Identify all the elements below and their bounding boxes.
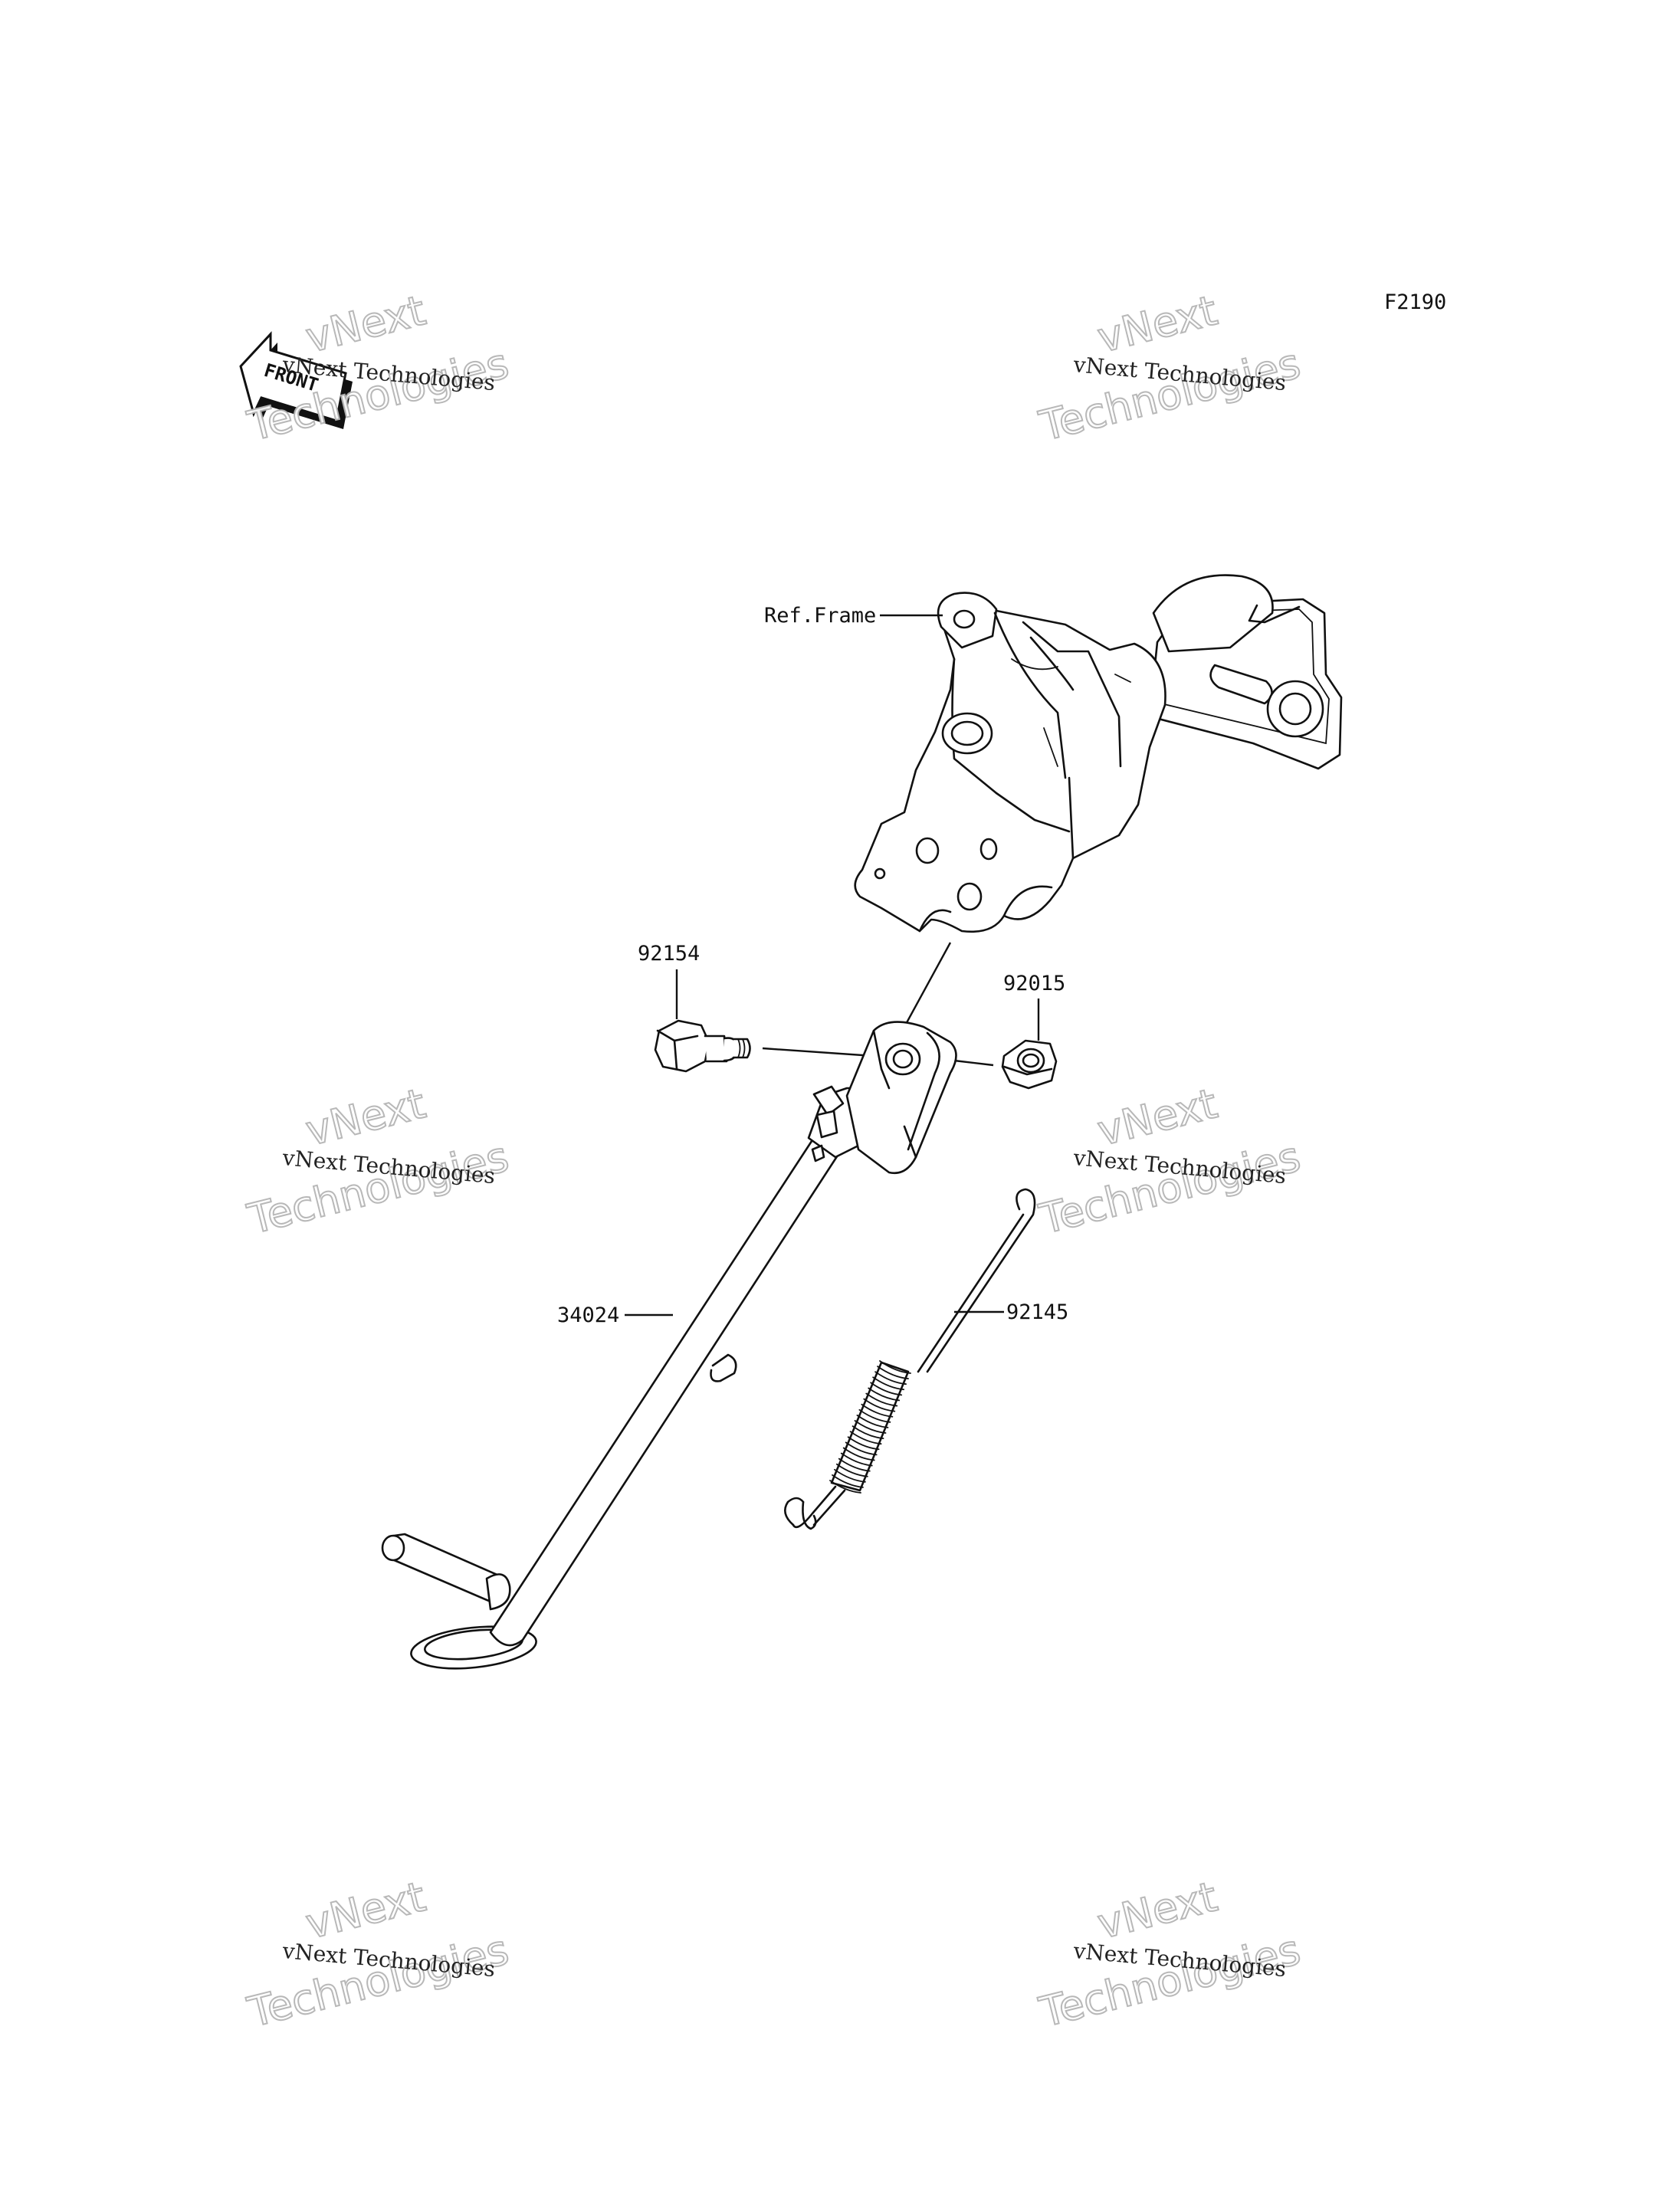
- spring-coil: [872, 1376, 905, 1391]
- watermark-bottom-right: vNext Technologies vNext Technologies: [1034, 1871, 1306, 2038]
- pivot-bolt: [654, 1019, 751, 1073]
- svg-text:vNext: vNext: [301, 1079, 430, 1155]
- spring-coil: [868, 1387, 901, 1402]
- spring-coil: [829, 1480, 861, 1494]
- spring-coil: [842, 1447, 875, 1461]
- frame-bracket: [854, 574, 1343, 933]
- spring-coil: [838, 1458, 871, 1472]
- callout-nut: 92015: [1003, 972, 1065, 995]
- watermark-bottom-left: vNext Technologies vNext Technologies: [242, 1871, 514, 2038]
- alignment-line-nut: [953, 1059, 994, 1067]
- spring-coil: [840, 1452, 873, 1467]
- spring-coil: [847, 1436, 880, 1451]
- side-stand: [381, 1021, 957, 1670]
- svg-text:vNext: vNext: [1093, 1872, 1222, 1948]
- callout-stand: 34024: [557, 1303, 619, 1327]
- spring-coil: [879, 1360, 911, 1374]
- callout-bolt: 92154: [638, 942, 700, 966]
- watermark-top-left: vNext Technologies vNext Technologies: [242, 285, 514, 451]
- svg-text:vNext: vNext: [1093, 286, 1222, 362]
- watermark-mid-left: vNext Technologies vNext Technologies: [242, 1078, 514, 1244]
- spring-coil: [863, 1398, 896, 1412]
- spring-coil: [854, 1420, 887, 1434]
- spring-coil: [851, 1425, 884, 1439]
- figure-code: F2190: [1384, 290, 1446, 314]
- svg-text:vNext: vNext: [301, 286, 430, 362]
- spring-coil: [834, 1468, 866, 1483]
- spring-coil: [865, 1392, 898, 1407]
- alignment-line-bolt: [762, 1047, 874, 1058]
- spring-coil: [877, 1366, 909, 1379]
- spring-coil: [858, 1408, 891, 1423]
- spring-coil: [845, 1441, 878, 1456]
- watermark-mid-right: vNext Technologies vNext Technologies: [1034, 1078, 1306, 1244]
- svg-text:vNext: vNext: [1093, 1079, 1222, 1155]
- spring-coil: [861, 1403, 894, 1418]
- alignment-line-frame: [903, 942, 952, 1028]
- callout-frame: Ref.Frame: [764, 604, 876, 628]
- nut: [1001, 1039, 1058, 1090]
- return-spring: [784, 1188, 1036, 1530]
- spring-coil: [835, 1463, 868, 1477]
- spring-coil: [874, 1371, 907, 1385]
- spring-coil: [849, 1431, 882, 1445]
- spring-coil: [832, 1474, 864, 1488]
- callout-spring: 92145: [1006, 1300, 1068, 1324]
- spring-coil: [870, 1382, 903, 1396]
- front-arrow-icon: FRONT: [239, 331, 353, 429]
- svg-text:vNext: vNext: [301, 1872, 430, 1948]
- watermark-top-right: vNext Technologies vNext Technologies: [1034, 285, 1306, 451]
- spring-coil: [856, 1415, 889, 1428]
